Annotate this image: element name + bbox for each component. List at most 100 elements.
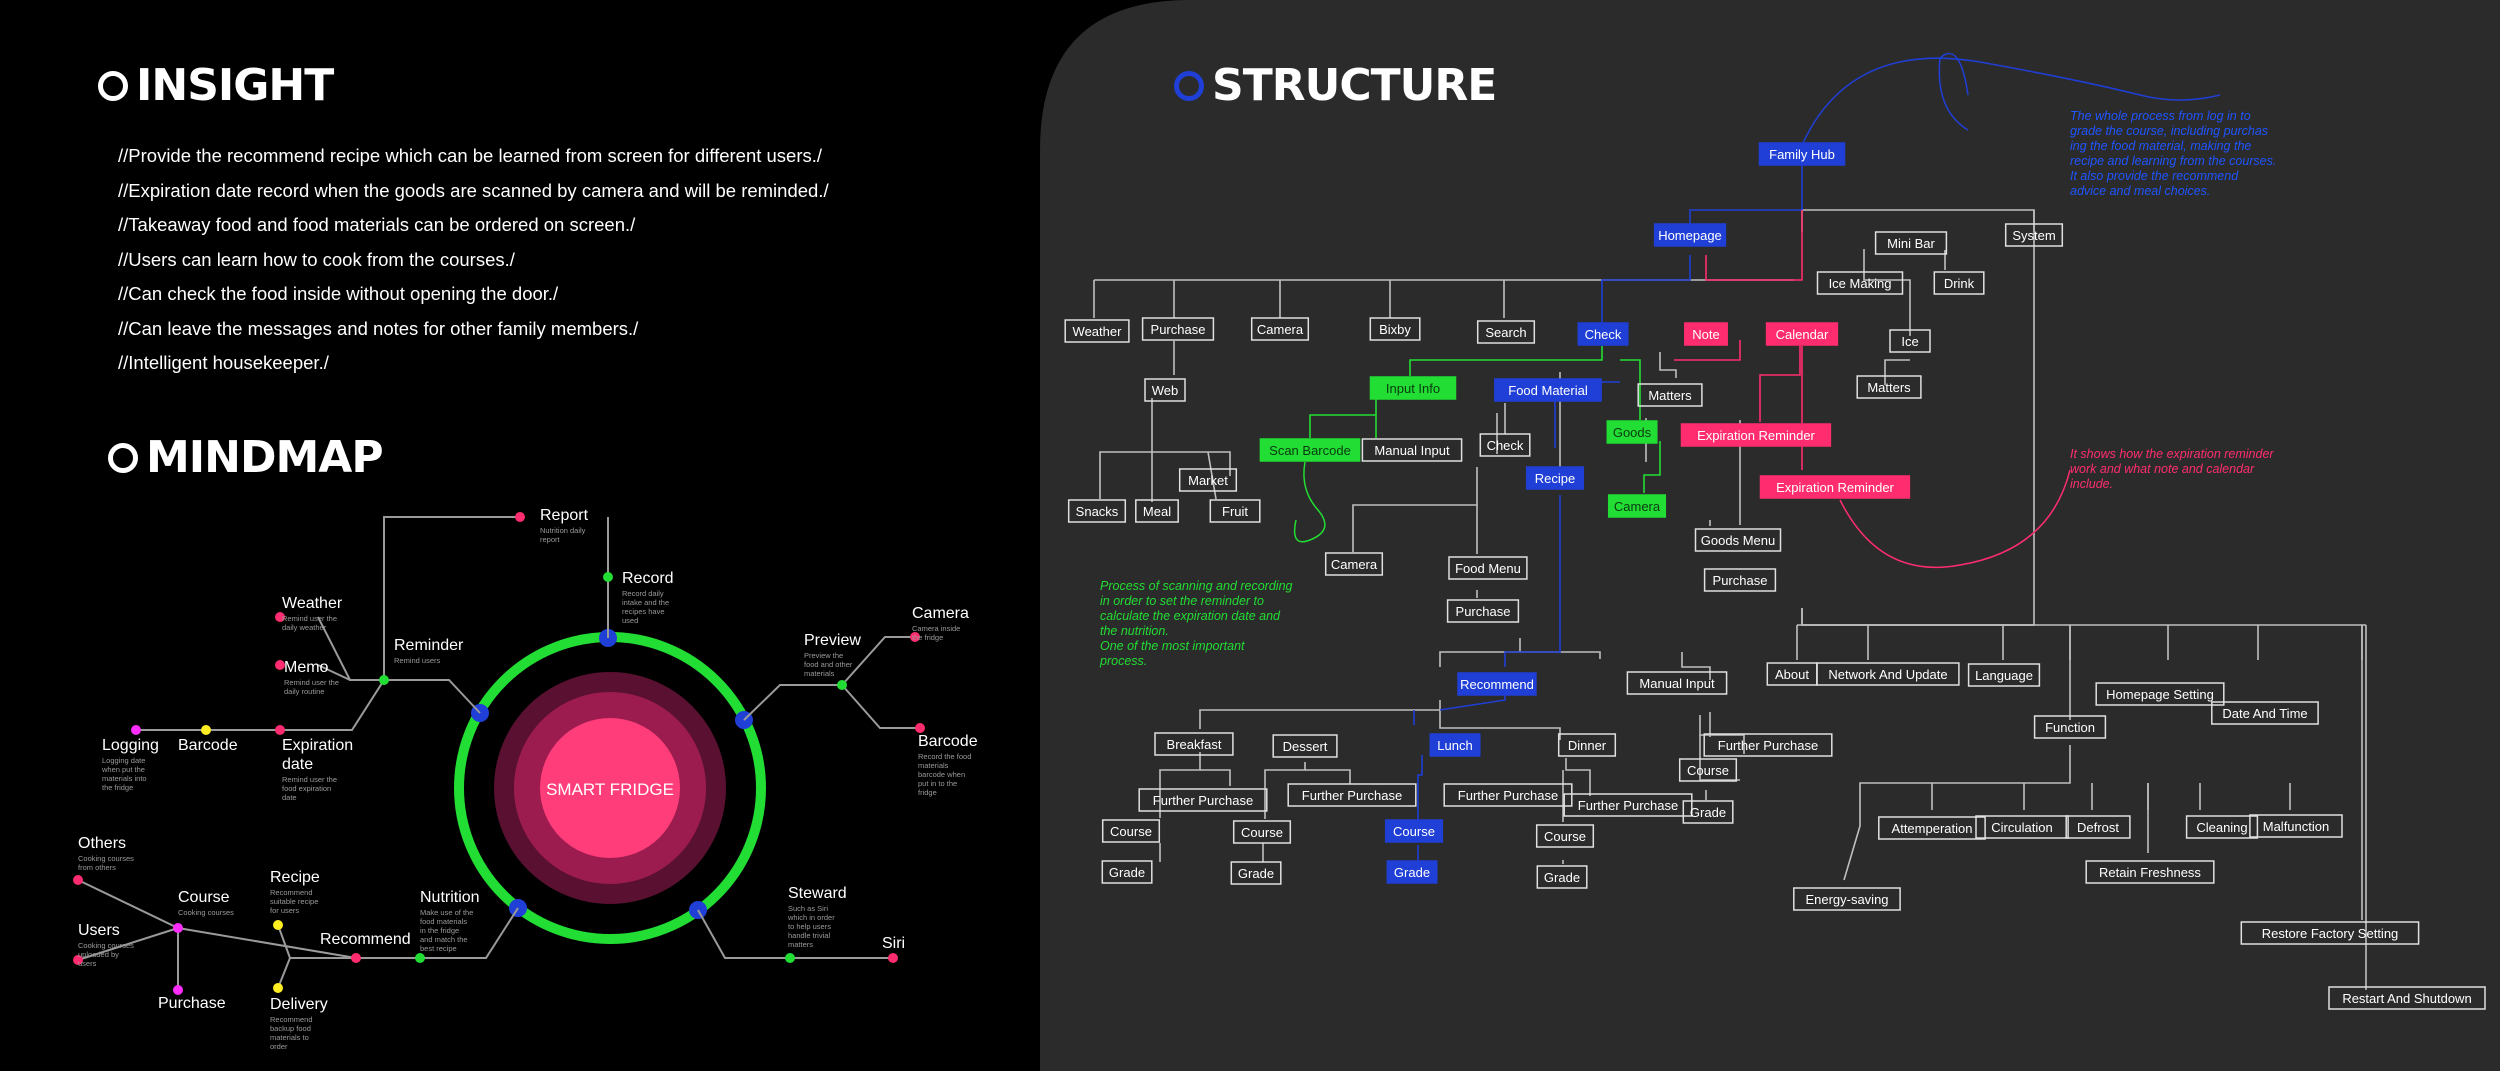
tree-node-purchase2: Purchase [1446,599,1520,623]
note-green-line: process. [1099,654,1147,668]
tree-node-label: Dessert [1283,739,1328,754]
tree-node-label: Snacks [1076,504,1119,519]
mindmap-node-desc-weather: Remind user the [282,614,337,623]
tree-node-label: Recommend [1460,677,1534,692]
tree-connector [1620,359,1641,420]
tree-node-box [1232,820,1292,844]
tree-node-label: About [1775,667,1809,682]
tree-node-box [1878,816,1986,840]
tree-node-dinner: Dinner [1557,733,1617,757]
tree-connector [1705,210,1803,281]
tree-node-fruit: Fruit [1209,499,1261,523]
tree-node-label: Grade [1544,870,1580,885]
tree-node-ice: Ice [1889,329,1931,353]
tree-node-label: Restart And Shutdown [2342,991,2471,1006]
tree-node-label: Expiration Reminder [1697,428,1815,443]
mindmap-node-desc-logging: Logging date [102,756,145,765]
blue-note-loop [1938,52,1969,131]
tree-node-label: Goods Menu [1701,533,1775,548]
mindmap-node-desc-delivery: backup food [270,1024,311,1033]
tree-connector [1843,745,2071,881]
mindmap-node-label-recommend: Recommend [320,931,411,948]
tree-node-label: Check [1487,438,1524,453]
tree-node-cleaning: Cleaning [2185,815,2259,839]
tree-node-label: Recipe [1535,471,1575,486]
tree-node-label: Cleaning [2196,820,2247,835]
tree-connector [1199,700,1441,729]
tree-node-label: Defrost [2077,820,2119,835]
mindmap-node-label-barcode_l: Barcode [178,737,238,754]
note-blue-line: recipe and learning from the courses. [2070,154,2276,168]
mindmap-node-dot-barcode_l [201,725,211,735]
mindmap-node-desc-nutrition: and match the [420,935,468,944]
mindmap-connector [697,909,893,959]
mindmap-node-dot-siri [888,953,898,963]
tree-node-box [1369,317,1421,341]
mindmap-node-desc-barcode_r: fridge [918,788,937,797]
mindmap-node-dot-recommend [351,953,361,963]
tree-node-label: Further Purchase [1578,798,1678,813]
mindmap-connector [277,957,291,989]
mindmap-node-desc-record: recipes have [622,607,665,616]
tree-node-label: Course [1393,824,1435,839]
tree-connector [1699,735,1740,781]
insight-line: //Intelligent housekeeper./ [118,352,329,373]
tree-node-label: Purchase [1151,322,1206,337]
mindmap-node-desc-record: intake and the [622,598,669,607]
tree-node-lunch: Lunch [1429,733,1481,757]
tree-node-foodmaterial: Food Material [1494,378,1602,402]
structure-panel [1040,0,2500,1071]
tree-node-foodmenu: Food Menu [1448,556,1528,580]
tree-node-label: Date And Time [2222,706,2307,721]
tree-node-label: Network And Update [1828,667,1947,682]
tree-node-label: Food Menu [1455,561,1521,576]
tree-node-box [1557,733,1617,757]
mindmap-node-label-delivery: Delivery [270,996,328,1013]
tree-node-note: Note [1684,322,1728,346]
tree-node-homepagesetting: Homepage Setting [2095,682,2225,706]
mindmap-node-desc-delivery: Recommend [270,1015,313,1024]
tree-node-box [1443,783,1573,807]
mindmap-node-desc-steward: matters [788,940,813,949]
mindmap-node-dot-users [73,955,83,965]
mindmap-node-dot-purchase [173,985,183,995]
structure-heading: STRUCTURE [1174,60,1497,111]
tree-node-box [1154,732,1234,756]
mindmap-node-desc-course: Cooking courses [178,908,234,917]
mindmap-node-desc-camera: Camera inside [912,624,960,633]
mindmap-node-dot-barcode_r [915,723,925,733]
tree-connector [1699,715,1745,754]
tree-node-box [2240,921,2420,945]
insight-line: //Can leave the messages and notes for o… [118,317,639,339]
tree-node-homepage: Homepage [1653,223,1727,247]
tree-node-box [1703,568,1777,592]
mindmap-node-desc-recipe: Recommend [270,888,313,897]
mindmap-node-label-weather: Weather [282,595,343,612]
note-green-line: Process of scanning and recording [1100,579,1293,593]
tree-node-label: Further Purchase [1302,788,1402,803]
tree-connector [1352,467,1478,552]
tree-node-camera3: Camera [1324,552,1384,576]
tree-node-market: Market [1178,468,1238,492]
tree-node-box [1759,475,1911,499]
tree-node-box [1369,376,1457,400]
tree-node-furtherpurchase1: Further Purchase [1138,788,1268,812]
tree-node-box [1607,494,1667,518]
tree-node-familyhub: Family Hub [1758,142,1846,166]
tree-node-label: Manual Input [1639,676,1715,691]
tree-connector [1801,209,2035,232]
tree-node-label: Course [1110,824,1152,839]
tree-node-label: Course [1241,825,1283,840]
mindmap-node-desc-logging: when put the [101,765,145,774]
circle-icon [108,442,138,473]
tree-node-furtherpurchase5: Further Purchase [1703,733,1833,757]
tree-connector [1674,340,1741,361]
tree-node-recommend: Recommend [1457,672,1537,696]
tree-connector [1565,758,1591,796]
tree-node-label: Course [1687,763,1729,778]
mindmap-node-desc-users: uploaded by [78,950,119,959]
mindmap-node-desc-preview: food and other [804,660,853,669]
tree-node-circulation: Circulation [1975,815,2069,839]
tree-node-icemaking: Ice Making [1816,271,1904,295]
tree-node-energysaving: Energy-saving [1793,887,1901,911]
